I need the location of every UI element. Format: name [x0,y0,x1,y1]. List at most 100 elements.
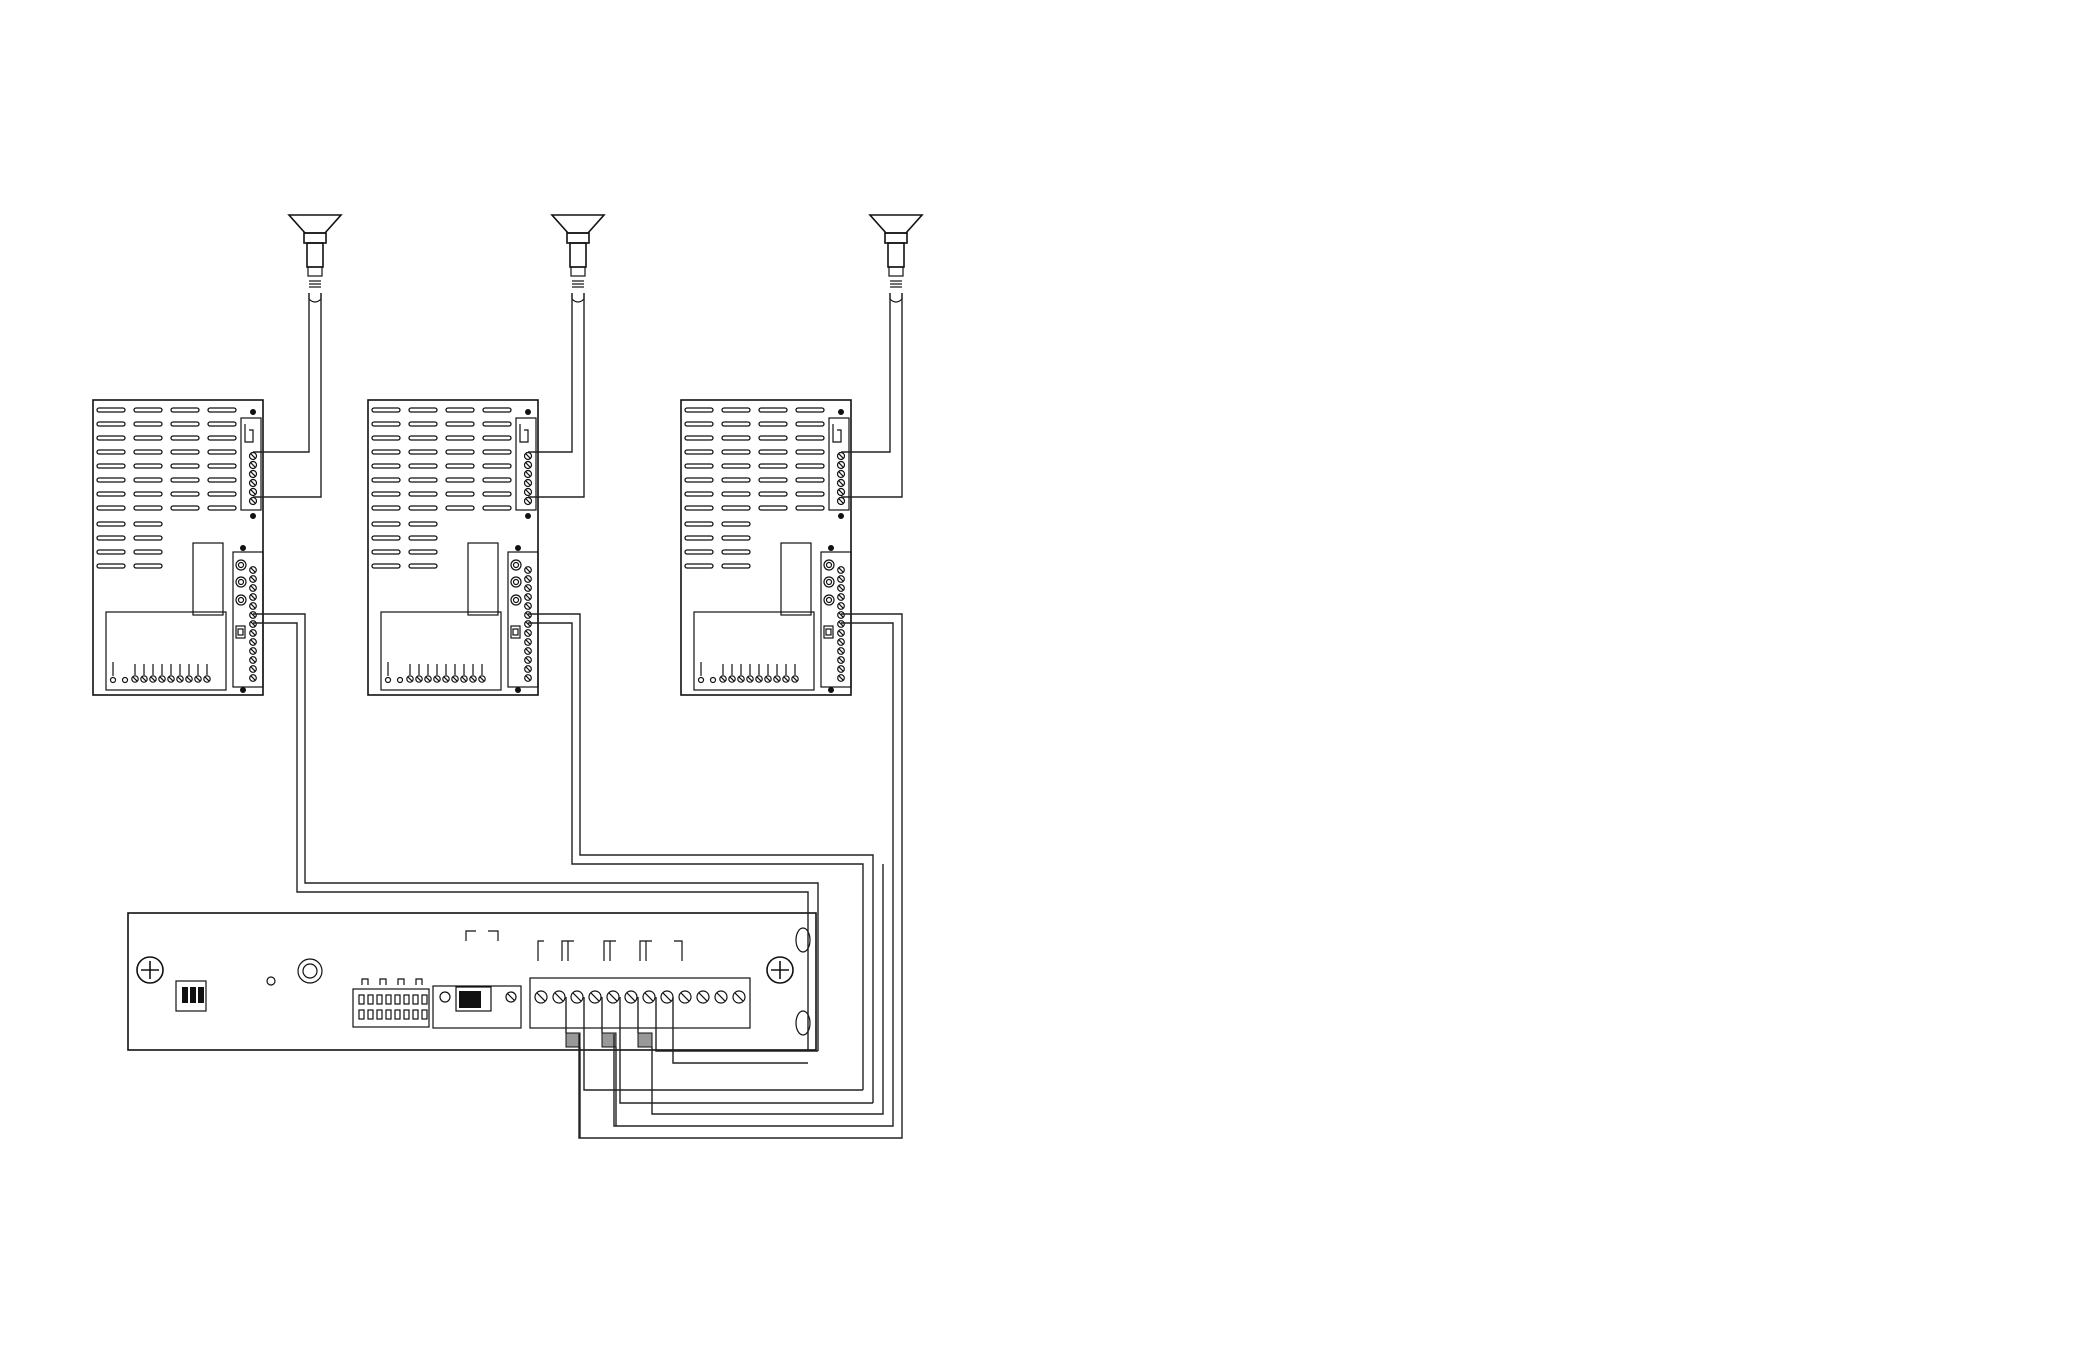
vent-slot [372,464,400,468]
vent-slot [134,522,162,526]
door-station-panel [368,400,538,695]
mount-hole [250,513,256,519]
vent-slot [796,436,824,440]
vent-slot [483,422,511,426]
pin-terminal [168,676,174,682]
vent-slot [446,492,474,496]
screw-terminal-icon [250,480,257,487]
door-station-panel [681,400,851,695]
vent-slot [796,450,824,454]
screw-terminal-icon [679,991,691,1003]
vent-slot [722,450,750,454]
vent-slot [97,522,125,526]
mount-screw-icon [137,957,163,983]
vent-slot [722,464,750,468]
vent-slot [208,464,236,468]
screw-terminal-icon [553,991,565,1003]
screw-terminal-icon [525,603,532,610]
screw-terminal-icon [250,603,257,610]
vent-slot [134,536,162,540]
vent-slot [208,478,236,482]
screw-terminal-icon [838,648,845,655]
vent-slot [685,478,713,482]
screw-terminal-icon [250,621,257,628]
vent-slot [483,464,511,468]
pin-terminal [765,676,771,682]
screw-terminal-icon [250,453,257,460]
screw-terminal-icon [715,991,727,1003]
switch-slider [459,991,481,1008]
screw-terminal-icon [525,480,532,487]
mount-hole [828,545,834,551]
pin-terminal [452,676,458,682]
mount-hole [828,687,834,693]
screw-terminal-icon [838,675,845,682]
vent-slot [409,478,437,482]
screw-terminal-icon [838,657,845,664]
vent-slot [134,478,162,482]
vent-slot [446,464,474,468]
screw-terminal-icon [250,594,257,601]
pin-terminal [186,676,192,682]
pin-terminal [470,676,476,682]
screw-terminal-icon [525,630,532,637]
vent-slot [171,464,199,468]
vent-slot [483,408,511,412]
pin-terminal [132,676,138,682]
screw-terminal-icon [838,480,845,487]
speaker-wire [841,293,902,497]
small-switch [511,626,520,638]
screw-terminal-icon [250,471,257,478]
screw-terminal-icon [607,991,619,1003]
bus-wire [579,614,902,1138]
dip-switch-icon [176,981,206,1011]
screw-terminal-icon [250,612,257,619]
pin-terminal [195,676,201,682]
small-switch [824,626,833,638]
vent-slot [97,506,125,510]
screw-terminal-icon [525,594,532,601]
vent-slot [685,464,713,468]
led-indicator [267,977,275,985]
pin-terminal [729,676,735,682]
vent-slot [685,422,713,426]
vent-slot [759,464,787,468]
vent-slot [685,450,713,454]
vent-slot [796,478,824,482]
vent-slot [446,450,474,454]
vent-slot [446,478,474,482]
pin-terminal [783,676,789,682]
terminal-block [821,552,851,687]
mount-hole [525,409,531,415]
mount-hole [250,409,256,415]
screw-terminal-icon [838,612,845,619]
screw-terminal-icon [525,471,532,478]
vent-slot [722,564,750,568]
vent-slot [372,450,400,454]
mount-hole [838,409,844,415]
terminal-block [233,552,263,687]
vent-slot [483,492,511,496]
screw-terminal-icon [525,639,532,646]
pin-terminal [738,676,744,682]
screw-terminal-icon [838,630,845,637]
speaker-icon [552,215,604,302]
vent-slot [134,564,162,568]
speaker-icon [289,215,341,302]
vent-slot [372,492,400,496]
vent-slot [372,506,400,510]
vent-slot [134,464,162,468]
vent-slot [759,408,787,412]
screw-terminal-icon [250,657,257,664]
mount-hole [240,687,246,693]
vent-slot [685,436,713,440]
screw-terminal-icon [838,621,845,628]
pin-terminal [416,676,422,682]
vent-slot [446,408,474,412]
screw-terminal-icon [525,498,532,505]
speaker-wire [528,293,572,452]
screw-terminal-icon [250,462,257,469]
door-station-panel [93,400,263,695]
screw-terminal-icon [838,453,845,460]
door-stations [93,400,851,695]
